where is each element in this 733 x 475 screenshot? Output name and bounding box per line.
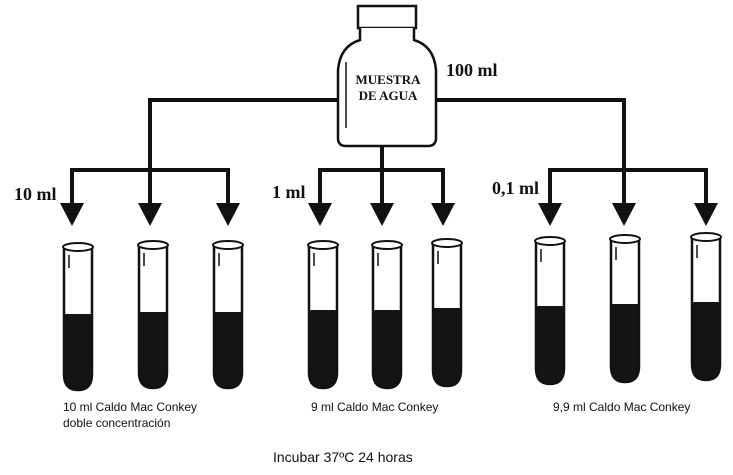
test-tubes (62, 232, 722, 392)
group-2-caption: 9 ml Caldo Mac Conkey (311, 400, 439, 414)
arrow-head-3 (216, 203, 240, 226)
split-bar-group-3 (548, 168, 708, 203)
bottle-cap (356, 4, 418, 30)
bottle-label-line-1: MUESTRA (355, 72, 421, 87)
test-tube-3 (212, 240, 244, 390)
test-tube-8 (609, 234, 641, 384)
group-1-volume-label: 10 ml (14, 184, 57, 204)
branch-connectors (70, 98, 708, 213)
test-tube-1 (62, 242, 94, 392)
split-bar-group-2 (318, 168, 445, 203)
connector-group-3 (436, 98, 626, 213)
test-tube-4 (307, 240, 339, 390)
incubation-instruction: Incubar 37ºC 24 horas (273, 449, 413, 465)
test-tube-5 (371, 240, 403, 390)
arrow-head-8 (612, 203, 636, 226)
test-tube-7 (534, 236, 566, 386)
bottle-body (336, 28, 438, 148)
split-bar-group-1 (70, 168, 230, 203)
arrowheads (60, 203, 718, 226)
arrow-head-6 (431, 203, 455, 226)
arrow-head-5 (370, 203, 394, 226)
arrow-head-1 (60, 203, 84, 226)
group-3-caption: 9,9 ml Caldo Mac Conkey (553, 400, 691, 414)
arrow-head-4 (308, 203, 332, 226)
sample-volume-label: 100 ml (446, 60, 498, 80)
arrow-head-2 (138, 203, 162, 226)
test-tube-9 (690, 232, 722, 382)
test-tube-6 (431, 238, 463, 388)
group-3-volume-label: 0,1 ml (492, 178, 539, 198)
arrow-head-9 (694, 203, 718, 226)
bottle-label: MUESTRA DE AGUA (338, 72, 438, 104)
group-1-caption-line-2: doble concentración (63, 416, 171, 430)
connector-group-1 (148, 98, 338, 213)
group-2-volume-label: 1 ml (272, 182, 306, 202)
test-tube-2 (137, 240, 169, 390)
bottle-label-line-2: DE AGUA (358, 88, 418, 103)
water-sample-bottle (336, 4, 438, 148)
arrow-head-7 (538, 203, 562, 226)
group-1-caption-line-1: 10 ml Caldo Mac Conkey (63, 400, 198, 414)
